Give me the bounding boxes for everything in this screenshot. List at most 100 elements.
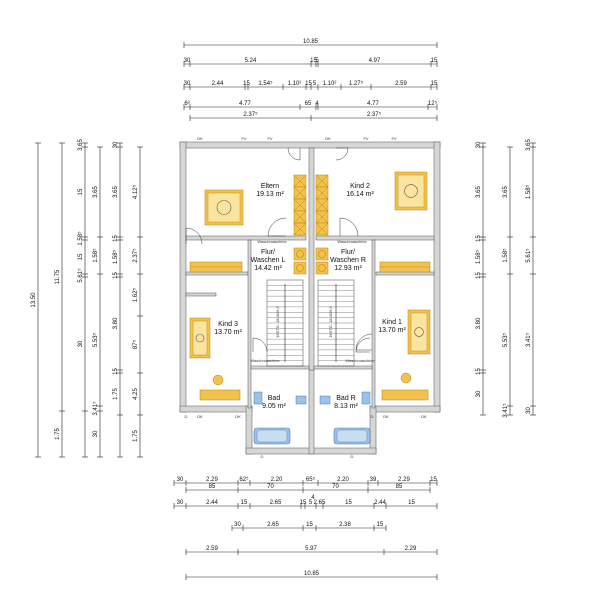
dim-top-row4-label: 4.77 bbox=[239, 101, 251, 107]
washing-machine bbox=[315, 261, 329, 275]
dim-top-row3-label: 2.59 bbox=[395, 81, 407, 87]
wall-bottom-right bbox=[369, 405, 441, 413]
chair-kind1 bbox=[400, 372, 412, 384]
closet-right-cross bbox=[315, 174, 329, 188]
washing-machine bbox=[293, 247, 307, 261]
dim-bottom-row1-label: 15 bbox=[430, 477, 437, 483]
room-name-eltern: Eltern bbox=[261, 183, 279, 190]
dim-top-row3-label: 15 bbox=[431, 81, 438, 87]
bed-eltern-cover bbox=[207, 192, 241, 223]
closet-right-cross bbox=[315, 198, 329, 212]
room-name-flur_l: Flur/ bbox=[261, 249, 275, 256]
dim-bottom-row1-label: 2.29 bbox=[398, 477, 410, 483]
dim-left-col5-label: 1.58⁵ bbox=[112, 249, 119, 264]
closet-left-cross bbox=[293, 198, 307, 212]
door-kind1 bbox=[355, 333, 373, 351]
dim-top-row2-label: 5 bbox=[315, 58, 319, 64]
room-area-kind2: 16.14 m² bbox=[346, 191, 374, 198]
marker-dk-bottom: DK bbox=[197, 414, 203, 419]
room-area-eltern: 19.13 m² bbox=[256, 191, 284, 198]
dim-top-row4-label: 65 bbox=[305, 101, 312, 107]
dim-left-col5-label: 15 bbox=[113, 368, 119, 375]
dim-right-col1-label: 30 bbox=[476, 390, 482, 397]
dim-left-col6-label: 1.62⁵ bbox=[132, 287, 139, 302]
marker-dk-bottom: DK bbox=[235, 414, 241, 419]
dim-left-col2-label: 1.75 bbox=[55, 428, 61, 440]
dim-right-col1-label: 1.58⁵ bbox=[475, 249, 482, 264]
dim-top-row2-label: 5.24 bbox=[245, 58, 257, 64]
dim-bottom-row2-label: 15 bbox=[241, 500, 248, 506]
dim-bottom-row1b-label: 70 bbox=[332, 484, 339, 490]
dim-top-row2-label: 4.97 bbox=[369, 58, 381, 64]
wall-kind1-top bbox=[375, 271, 435, 276]
dim-left-col6-label: 4.12⁵ bbox=[132, 184, 139, 199]
dim-right-col1-label: 3.80 bbox=[476, 317, 482, 329]
dim-right-col3-label: 3.41⁵ bbox=[525, 332, 532, 347]
dim-left-col4-label: 3.41⁵ bbox=[92, 401, 99, 416]
bed-kind3-pillow bbox=[195, 333, 205, 343]
dim-right-col2-label: 3.65 bbox=[503, 186, 509, 198]
room-area-flur_l: 14.42 m² bbox=[254, 265, 282, 272]
dim-bottom-row2-label: 5 bbox=[309, 500, 313, 506]
room-name-kind3: Kind 3 bbox=[218, 321, 238, 328]
dim-bottom-row3-label: 15 bbox=[306, 522, 313, 528]
dim-bottom-row3-label: 2.65 bbox=[267, 522, 279, 528]
dim-bottom-row4-label: 2.59 bbox=[206, 546, 218, 552]
wall-kind2-bottom bbox=[315, 235, 435, 241]
door-eltern bbox=[267, 217, 287, 237]
dim-left-col5-label: 3.65 bbox=[113, 186, 119, 198]
dim-bottom-row1-label: 2.20 bbox=[337, 477, 349, 483]
washing-machine bbox=[293, 261, 307, 275]
dim-left-col6-label: 2.37⁵ bbox=[132, 248, 139, 263]
room-area-flur_r: 12.93 m² bbox=[334, 265, 362, 272]
bed-kind1-pillow bbox=[414, 327, 424, 337]
wall-bad-l-top bbox=[250, 365, 310, 370]
dim-bottom-row1-label: 62⁵ bbox=[239, 476, 249, 483]
dim-bottom-row1b-label: 85 bbox=[209, 484, 216, 490]
room-name-kind2: Kind 2 bbox=[350, 183, 370, 190]
desk-kind1 bbox=[381, 389, 429, 401]
dim-top-row4-label: 12⁵ bbox=[428, 100, 438, 107]
label-washer-right: Waschmaschine bbox=[337, 239, 367, 244]
dim-left-col5-label: 15 bbox=[113, 272, 119, 279]
washing-machine-drum bbox=[296, 250, 304, 258]
dim-top-row3-label: 30 bbox=[184, 81, 191, 87]
dim-left-col6-label: 1.75 bbox=[133, 430, 139, 442]
dim-top-row3-label: 5 bbox=[313, 81, 317, 87]
marker-d: D bbox=[261, 454, 264, 459]
dim-bottom-row1-label: 2.20 bbox=[271, 477, 283, 483]
dim-bottom-row1-label: 39 bbox=[370, 477, 377, 483]
wall-right bbox=[433, 141, 441, 413]
sink-right bbox=[319, 395, 331, 405]
wall-eltern-bottom bbox=[185, 235, 307, 241]
closet-right-cross bbox=[315, 222, 329, 236]
wall-kind3-right bbox=[247, 239, 252, 409]
dim-left-col5-label: 1.75 bbox=[113, 388, 119, 400]
dim-bottom-row1b-label: 85 bbox=[396, 484, 403, 490]
wall-bath-left-outer bbox=[245, 405, 253, 455]
bathtub-right-inner bbox=[336, 429, 368, 443]
closet-left-cross bbox=[293, 186, 307, 200]
marker-dk-bottom: DK bbox=[383, 414, 389, 419]
toilet-left bbox=[253, 391, 263, 405]
dim-bottom-row2-label: 15 bbox=[300, 500, 307, 506]
dim-top-row3-label: 1.27⁵ bbox=[349, 80, 364, 87]
wall-bottom-left bbox=[179, 405, 253, 413]
dim-bottom-row1-label: 2.29 bbox=[206, 477, 218, 483]
label-stairs-right: 16STG. 18,4/26,5 bbox=[328, 305, 333, 337]
room-area-kind1: 13.70 m² bbox=[378, 327, 406, 334]
dim-bottom-row2-label: 30 bbox=[177, 500, 184, 506]
chair-kind3 bbox=[212, 374, 224, 386]
dim-bottom-row2-mid: 4 bbox=[311, 495, 315, 501]
wall-top bbox=[179, 141, 441, 149]
dim-right-col3-label: 5.61⁵ bbox=[525, 248, 532, 263]
room-name-bad_r: Bad R bbox=[336, 395, 355, 402]
dim-left-col3-label: 3.65 bbox=[78, 139, 84, 151]
dim-left-col3-label: 30 bbox=[78, 340, 84, 347]
sink-left bbox=[295, 395, 307, 405]
dim-bottom-row3-label: 30 bbox=[234, 522, 241, 528]
room-name-flur_r-2: Waschen R bbox=[330, 257, 366, 264]
room-name-flur_r: Flur/ bbox=[341, 249, 355, 256]
label-washer-right-2: Waschmaschine bbox=[345, 358, 375, 363]
